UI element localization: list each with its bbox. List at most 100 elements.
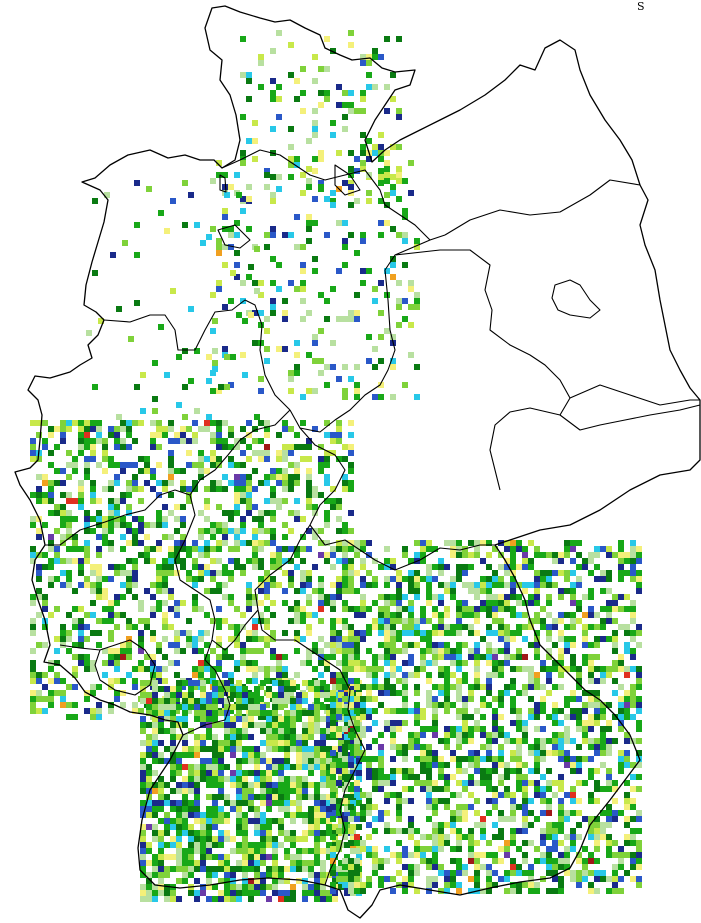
occurrence-cell bbox=[630, 666, 636, 672]
occurrence-cell bbox=[270, 576, 276, 582]
occurrence-cell bbox=[588, 738, 594, 744]
occurrence-cell bbox=[348, 696, 354, 702]
occurrence-cell bbox=[326, 830, 332, 836]
occurrence-cell bbox=[108, 702, 114, 708]
occurrence-cell bbox=[284, 830, 290, 836]
occurrence-cell bbox=[468, 582, 474, 588]
occurrence-cell bbox=[390, 600, 396, 606]
occurrence-cell bbox=[354, 888, 360, 894]
occurrence-cell bbox=[216, 480, 222, 486]
occurrence-cell bbox=[200, 240, 206, 246]
occurrence-cell bbox=[360, 144, 366, 150]
occurrence-cell bbox=[468, 564, 474, 570]
occurrence-cell bbox=[294, 286, 300, 292]
occurrence-cell bbox=[266, 794, 272, 800]
occurrence-cell bbox=[144, 480, 150, 486]
occurrence-cell bbox=[150, 486, 156, 492]
occurrence-cell bbox=[504, 630, 510, 636]
occurrence-cell bbox=[366, 804, 372, 810]
occurrence-cell bbox=[170, 722, 176, 728]
occurrence-cell bbox=[126, 558, 132, 564]
occurrence-cell bbox=[126, 570, 132, 576]
occurrence-cell bbox=[108, 660, 114, 666]
occurrence-cell bbox=[558, 822, 564, 828]
occurrence-cell bbox=[144, 522, 150, 528]
occurrence-cell bbox=[162, 486, 168, 492]
occurrence-cell bbox=[260, 752, 266, 758]
occurrence-cell bbox=[486, 774, 492, 780]
occurrence-cell bbox=[210, 480, 216, 486]
occurrence-cell bbox=[290, 722, 296, 728]
occurrence-cell bbox=[462, 780, 468, 786]
occurrence-cell bbox=[420, 762, 426, 768]
occurrence-cell bbox=[444, 882, 450, 888]
occurrence-cell bbox=[254, 890, 260, 896]
occurrence-cell bbox=[378, 684, 384, 690]
occurrence-cell bbox=[534, 726, 540, 732]
occurrence-cell bbox=[294, 370, 300, 376]
occurrence-cell bbox=[546, 888, 552, 894]
occurrence-cell bbox=[206, 872, 212, 878]
occurrence-cell bbox=[414, 576, 420, 582]
occurrence-cell bbox=[450, 870, 456, 876]
occurrence-cell bbox=[204, 498, 210, 504]
occurrence-cell bbox=[414, 394, 420, 400]
occurrence-cell bbox=[260, 782, 266, 788]
occurrence-cell bbox=[60, 558, 66, 564]
corner-label: S bbox=[637, 0, 645, 13]
occurrence-cell bbox=[504, 546, 510, 552]
occurrence-cell bbox=[348, 546, 354, 552]
occurrence-cell bbox=[276, 582, 282, 588]
occurrence-cell bbox=[456, 810, 462, 816]
occurrence-cell bbox=[330, 702, 336, 708]
occurrence-cell bbox=[138, 630, 144, 636]
occurrence-cell bbox=[462, 678, 468, 684]
occurrence-cell bbox=[546, 864, 552, 870]
occurrence-cell bbox=[372, 576, 378, 582]
occurrence-cell bbox=[150, 612, 156, 618]
occurrence-cell bbox=[210, 558, 216, 564]
occurrence-cell bbox=[216, 238, 222, 244]
occurrence-cell bbox=[78, 486, 84, 492]
occurrence-cell bbox=[630, 576, 636, 582]
occurrence-cell bbox=[108, 504, 114, 510]
occurrence-cell bbox=[384, 192, 390, 198]
occurrence-cell bbox=[546, 768, 552, 774]
occurrence-cell bbox=[378, 54, 384, 60]
occurrence-cell bbox=[324, 450, 330, 456]
occurrence-cell bbox=[266, 800, 272, 806]
occurrence-cell bbox=[180, 522, 186, 528]
occurrence-cell bbox=[224, 746, 230, 752]
occurrence-cell bbox=[206, 764, 212, 770]
occurrence-cell bbox=[168, 438, 174, 444]
occurrence-cell bbox=[252, 552, 258, 558]
occurrence-cell bbox=[540, 666, 546, 672]
occurrence-cell bbox=[192, 684, 198, 690]
occurrence-cell bbox=[426, 540, 432, 546]
occurrence-cell bbox=[152, 692, 158, 698]
occurrence-cell bbox=[212, 854, 218, 860]
occurrence-cell bbox=[212, 758, 218, 764]
occurrence-cell bbox=[152, 710, 158, 716]
occurrence-cell bbox=[432, 876, 438, 882]
occurrence-cell bbox=[284, 734, 290, 740]
occurrence-cell bbox=[204, 540, 210, 546]
occurrence-cell bbox=[78, 642, 84, 648]
occurrence-cell bbox=[618, 666, 624, 672]
occurrence-cell bbox=[290, 686, 296, 692]
occurrence-cell bbox=[168, 492, 174, 498]
occurrence-cell bbox=[264, 606, 270, 612]
occurrence-cell bbox=[300, 444, 306, 450]
occurrence-cell bbox=[114, 690, 120, 696]
occurrence-cell bbox=[204, 546, 210, 552]
occurrence-cell bbox=[336, 810, 342, 816]
occurrence-cell bbox=[354, 708, 360, 714]
occurrence-cell bbox=[224, 192, 230, 198]
occurrence-cell bbox=[582, 642, 588, 648]
occurrence-cell bbox=[290, 698, 296, 704]
occurrence-cell bbox=[78, 582, 84, 588]
occurrence-cell bbox=[396, 612, 402, 618]
occurrence-cell bbox=[408, 672, 414, 678]
occurrence-cell bbox=[306, 474, 312, 480]
occurrence-cell bbox=[264, 510, 270, 516]
